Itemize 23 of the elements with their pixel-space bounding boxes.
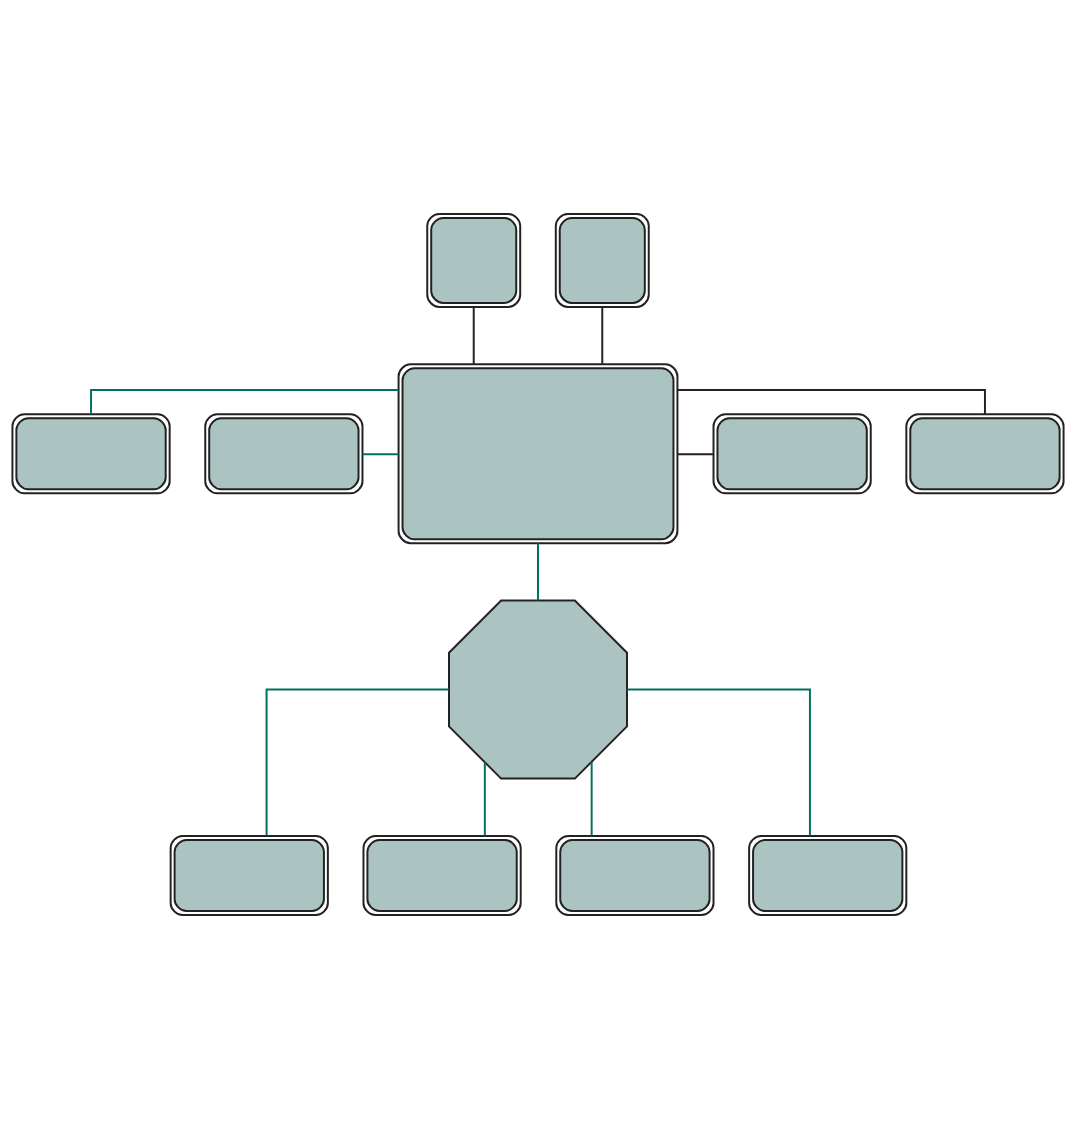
connector	[483, 761, 486, 837]
connector	[676, 452, 715, 455]
node-box	[554, 212, 650, 308]
connector	[676, 388, 986, 415]
connector	[590, 760, 593, 837]
node-octagon	[448, 599, 628, 780]
node-box	[748, 834, 908, 916]
connector	[361, 452, 400, 455]
connector	[537, 541, 539, 602]
node-box	[712, 412, 872, 494]
connector	[90, 388, 400, 415]
node-box	[397, 362, 679, 544]
node-box	[169, 834, 329, 916]
connector	[626, 688, 811, 837]
node-box	[555, 834, 715, 916]
connector	[265, 688, 450, 837]
connector	[601, 305, 604, 365]
connector	[472, 305, 475, 365]
node-box	[426, 212, 522, 308]
node-box	[204, 412, 364, 494]
node-box	[905, 412, 1065, 494]
node-box	[362, 834, 522, 916]
node-box	[11, 412, 171, 494]
